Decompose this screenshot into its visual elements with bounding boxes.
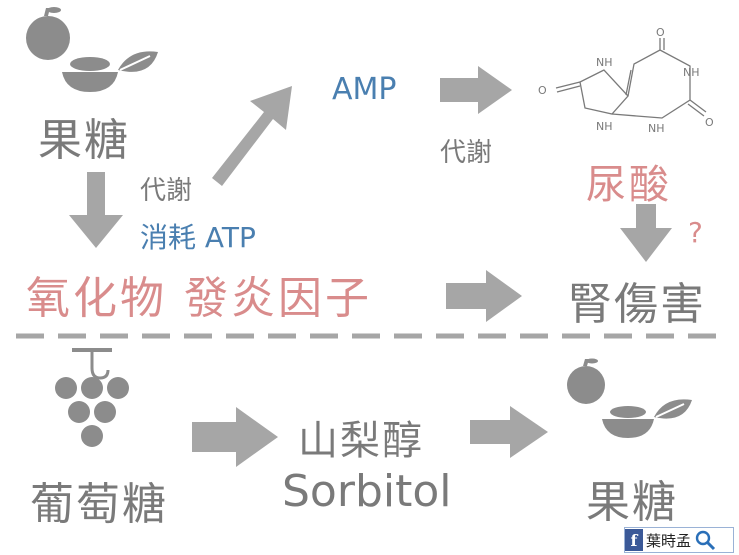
molecule-labels: O NH O NH O NH NH: [538, 26, 714, 135]
kidney-damage-label: 腎傷害: [568, 279, 706, 330]
author-name: 葉時孟: [646, 531, 692, 550]
down-arrow-icon: [69, 172, 123, 248]
down-arrow-uric-icon: [620, 204, 672, 262]
amp-label: AMP: [332, 72, 397, 107]
metabolism-label-left: 代謝: [140, 176, 193, 206]
facebook-badge[interactable]: f 葉時孟: [624, 527, 734, 553]
question-mark: ?: [688, 216, 703, 249]
fructose-label-bottom: 果糖: [586, 477, 678, 528]
atom-o-top: O: [656, 26, 665, 39]
grapes-icon: [55, 348, 129, 447]
atom-o-right: O: [705, 116, 714, 129]
search-icon[interactable]: [694, 529, 716, 551]
fruit-icon-bottom: [567, 358, 605, 404]
fruit-icon: [26, 7, 70, 60]
facebook-icon: f: [625, 529, 643, 551]
consume-atp-label: 消耗 ATP: [140, 221, 256, 254]
sorbitol-cn-label: 山梨醇: [298, 418, 424, 464]
oxidants-inflammation-label: 氧化物 發炎因子: [26, 273, 372, 324]
atom-nh-bottom-right: NH: [648, 122, 665, 135]
atom-nh-top: NH: [596, 56, 613, 69]
atom-o-left: O: [538, 84, 547, 97]
sugar-bowl-icon-bottom: [602, 399, 692, 438]
right-arrow-sorbitol-icon: [470, 406, 548, 458]
glucose-label: 葡萄糖: [30, 479, 168, 530]
fructose-label: 果糖: [38, 115, 130, 166]
right-arrow-oxidant-icon: [446, 270, 522, 322]
sugar-bowl-icon: [62, 51, 158, 92]
right-arrow-glucose-icon: [192, 407, 278, 467]
metabolism-label-right: 代謝: [440, 138, 493, 168]
right-arrow-amp-icon: [440, 66, 512, 114]
sorbitol-en-label: Sorbitol: [282, 466, 452, 517]
atom-nh-right: NH: [683, 66, 700, 79]
atom-nh-bottom-left: NH: [596, 120, 613, 133]
uric-acid-molecule-icon: [555, 38, 707, 119]
diagonal-arrow-icon: [212, 86, 292, 186]
uric-acid-label: 尿酸: [586, 162, 672, 208]
